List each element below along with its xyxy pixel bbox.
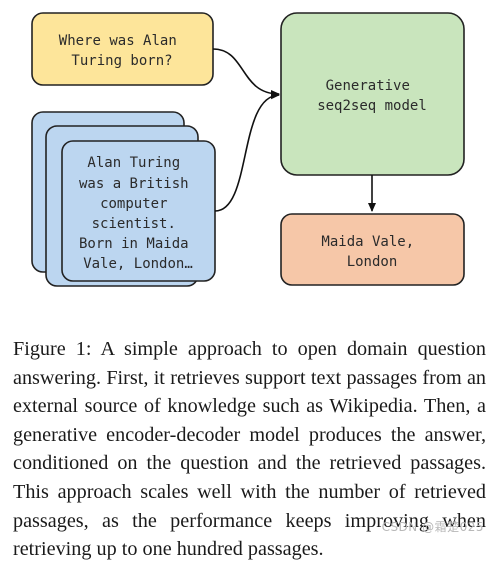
figure-label: Figure 1: xyxy=(13,338,92,360)
arrow-passages-to-model xyxy=(214,91,280,212)
model-box xyxy=(280,12,465,176)
answer-line: London xyxy=(347,254,398,270)
passage-line: Vale, London… xyxy=(83,256,193,272)
question-node: Where was Alan Turing born? xyxy=(31,12,214,86)
answer-text: Maida Vale, London xyxy=(321,234,422,270)
answer-node: Maida Vale, London xyxy=(280,213,465,286)
passage-text: Alan Turing was a British computer scien… xyxy=(79,155,197,272)
arrow-question-to-model xyxy=(212,48,280,98)
model-line: seq2seq model xyxy=(317,98,427,114)
answer-line: Maida Vale, xyxy=(321,234,414,250)
passage-line: was a British xyxy=(79,176,189,192)
passage-line: scientist. xyxy=(92,216,176,232)
model-line: Generative xyxy=(326,78,410,94)
question-box xyxy=(31,12,214,86)
answer-box xyxy=(280,213,465,286)
passage-line: Alan Turing xyxy=(87,155,180,171)
question-line: Turing born? xyxy=(71,53,172,69)
passage-line: Born in Maida xyxy=(79,236,189,252)
model-node: Generative seq2seq model xyxy=(280,12,465,176)
model-text: Generative seq2seq model xyxy=(317,78,427,114)
question-line: Where was Alan xyxy=(59,33,177,49)
question-text: Where was Alan Turing born? xyxy=(59,33,185,69)
diagram: Where was Alan Turing born? Alan Turing … xyxy=(31,12,465,287)
passage-line: computer xyxy=(100,196,167,212)
watermark: CSDN @霜楚025 xyxy=(381,520,484,534)
passages-node: Alan Turing was a British computer scien… xyxy=(31,111,216,287)
